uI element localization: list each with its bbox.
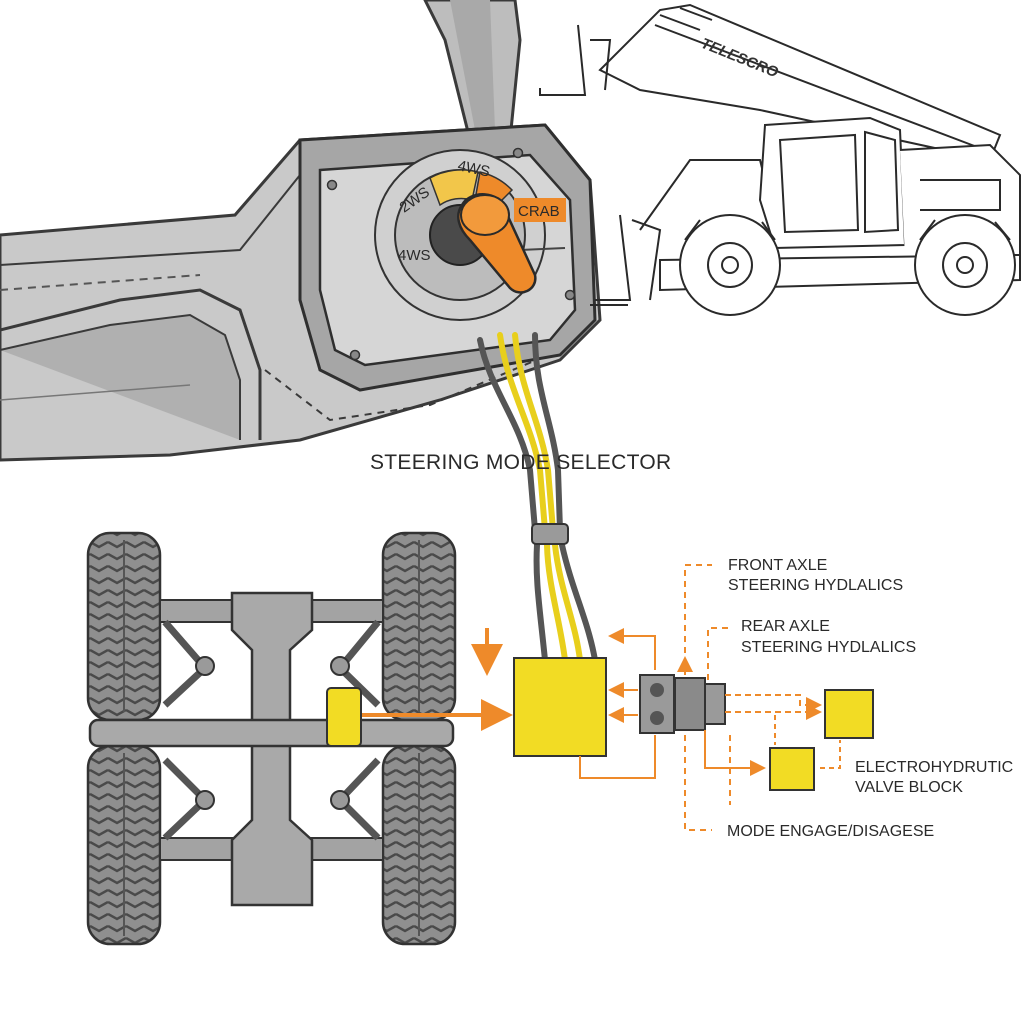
harness-clamp bbox=[531, 523, 569, 545]
wiring-harness bbox=[477, 332, 598, 663]
crab-label-bg bbox=[514, 198, 566, 222]
front-axle-valve bbox=[824, 689, 874, 739]
panel-screw bbox=[564, 289, 576, 301]
signal-arrows bbox=[362, 628, 513, 731]
callout-rear-axle-line2: STEERING HYDLALICS bbox=[741, 639, 916, 656]
callout-front-axle-line1: FRONT AXLE bbox=[728, 557, 827, 574]
steering-controller bbox=[513, 657, 607, 757]
chassis-top-view bbox=[86, 531, 457, 946]
valve-assembly bbox=[639, 674, 726, 734]
panel-screw bbox=[326, 179, 338, 191]
mode-label-crab: CRAB bbox=[518, 203, 560, 220]
callout-valve-block-line2: VALVE BLOCK bbox=[855, 779, 963, 796]
frame-crossmember bbox=[88, 718, 455, 748]
callout-front-axle-line2: STEERING HYDLALICS bbox=[728, 577, 903, 594]
callout-rear-axle-line1: REAR AXLE bbox=[741, 618, 830, 635]
mode-label-4ws: 4WS bbox=[398, 247, 431, 264]
mode-indicator-segment bbox=[429, 169, 479, 207]
callout-valve-block: ELECTROHYDRUTIC VALVE BLOCK bbox=[855, 759, 1013, 796]
callout-front-axle: FRONT AXLE STEERING HYDLALICS bbox=[728, 557, 903, 594]
panel-screw bbox=[349, 349, 361, 361]
hydraulic-lines bbox=[579, 564, 841, 831]
rear-axle-valve bbox=[769, 747, 815, 791]
selector-title: STEERING MODE SELECTOR bbox=[370, 451, 671, 474]
panel-screw bbox=[512, 147, 524, 159]
steering-sensor bbox=[326, 687, 362, 747]
mode-label-4ws-top: 4WS bbox=[456, 157, 491, 180]
steering-mode-rotary-switch[interactable]: 2WS 4WS 4WS CRAB bbox=[374, 149, 566, 321]
center-frame bbox=[230, 591, 314, 907]
callout-valve-block-line1: ELECTROHYDRUTIC bbox=[855, 759, 1013, 776]
telehandler-illustration bbox=[539, 3, 1021, 316]
callout-mode-engage: MODE ENGAGE/DISAGESE bbox=[727, 823, 934, 840]
callout-rear-axle: REAR AXLE STEERING HYDLALICS bbox=[741, 618, 916, 656]
